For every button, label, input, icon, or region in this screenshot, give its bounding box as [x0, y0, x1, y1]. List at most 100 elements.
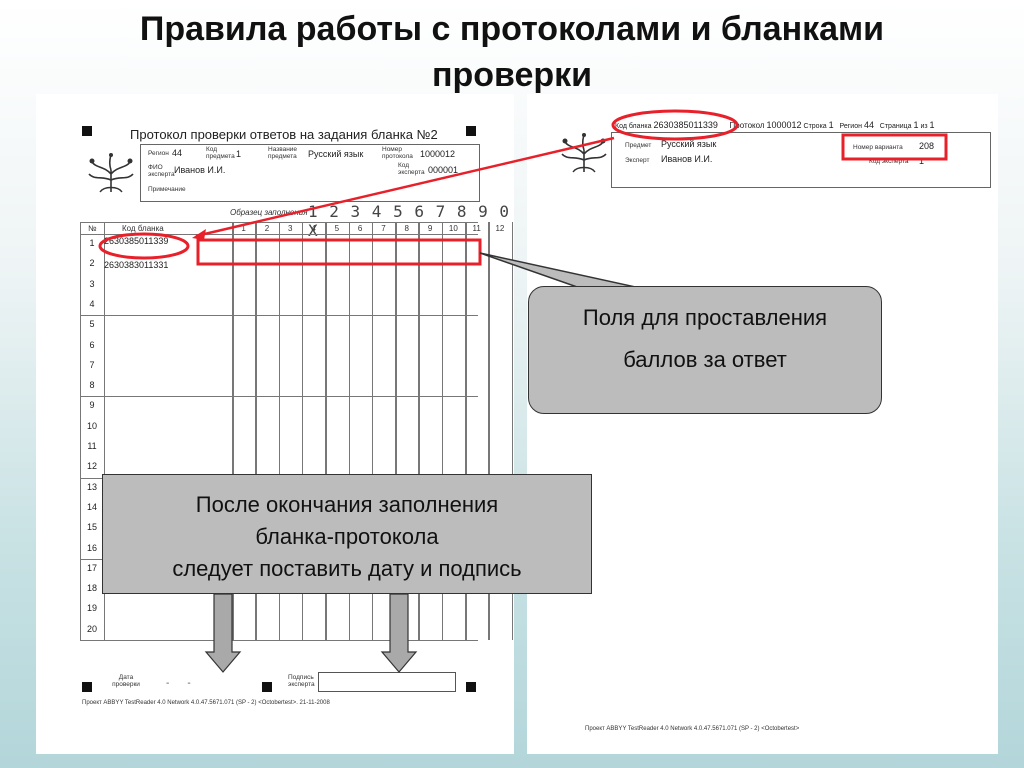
row-number: 14	[86, 501, 97, 512]
subject-label: Предмет	[625, 142, 652, 149]
subject-name-label: Название предмета	[268, 146, 298, 160]
subject-code-value: 1	[236, 149, 242, 159]
table-column-rule	[441, 222, 444, 640]
blank-code-2: 2630383011331	[104, 260, 169, 270]
row-number: 1	[89, 238, 95, 248]
row-number: 18	[86, 583, 97, 594]
variant-highlight	[841, 133, 948, 161]
code-link-line	[195, 136, 615, 238]
slide-title-line1: Правила работы с протоколами и бланками	[139, 10, 885, 48]
blank-code-label: Код бланка	[615, 123, 652, 130]
column-header: 2	[264, 224, 270, 233]
score-callout-line1: Поля для проставления	[582, 305, 828, 330]
row-number: 4	[89, 298, 95, 309]
table-column-rule	[232, 222, 234, 640]
protocol-number-label: Номер протокола	[382, 146, 413, 160]
row-number: 11	[87, 441, 97, 451]
left-code-highlight	[98, 232, 190, 260]
row-number: 19	[86, 603, 97, 614]
row-label: Строка	[803, 123, 827, 130]
row-number: 15	[86, 522, 97, 533]
row-number: 2	[89, 258, 95, 269]
column-header: 5	[334, 224, 340, 233]
score-fields-callout: Поля для проставления баллов за ответ	[528, 286, 882, 414]
subject-code-label: Код предмета	[206, 146, 235, 160]
code-link-arrowhead	[192, 229, 206, 240]
table-column-rule	[348, 222, 350, 640]
sample-label: Образец заполнения	[230, 208, 308, 217]
expert-code-label: Код эксперта	[398, 162, 425, 176]
table-group-rule	[80, 396, 478, 398]
table-column-rule	[418, 222, 420, 640]
score-fields-highlight	[196, 238, 482, 266]
row-number: 10	[86, 420, 97, 431]
protocol-number-value: 1000012	[420, 149, 456, 159]
table-column-rule	[301, 222, 304, 640]
blank-header-line: Код бланка 2630385011339 Протокол 100001…	[615, 120, 935, 130]
row-number: 9	[89, 400, 95, 411]
right-footer: Проект ABBYY TestReader 4.0 Network 4.0.…	[585, 726, 800, 732]
check-date-label: Дата проверки	[112, 674, 140, 688]
table-column-rule	[395, 222, 397, 640]
expert-label: Эксперт	[625, 157, 650, 164]
date-arrow	[204, 593, 242, 673]
registration-mark	[82, 682, 92, 692]
signature-label: Подпись эксперта	[288, 674, 315, 688]
subject-value: Русский язык	[661, 139, 717, 149]
column-code-header: Код бланка	[122, 224, 164, 233]
of-value: 1	[929, 120, 935, 130]
table-group-rule	[80, 315, 478, 317]
row-number: 7	[89, 359, 95, 370]
column-header: 10	[448, 224, 458, 233]
table-group-rule	[80, 640, 478, 641]
column-header: 3	[288, 224, 293, 233]
column-header: 8	[404, 224, 409, 233]
protocol-label: Протокол	[729, 121, 765, 130]
score-callout-line2: баллов за ответ	[623, 347, 787, 372]
table-column-rule	[511, 222, 514, 640]
table-column-rule	[371, 222, 374, 640]
protocol-value: 1000012	[766, 120, 802, 130]
variant-label: Номер варианта	[853, 144, 903, 151]
table-column-rule	[278, 222, 281, 640]
variant-value: 208	[919, 141, 935, 151]
row-number: 8	[89, 380, 95, 391]
emblem-logo	[86, 152, 136, 194]
answer-blank-sheet: Код бланка 2630385011339 Протокол 100001…	[527, 94, 998, 754]
slide-title: Правила работы с протоколами и бланками …	[0, 6, 1024, 98]
region-label: Регион	[148, 150, 169, 157]
right-code-highlight	[611, 109, 739, 141]
column-header: 12	[495, 224, 505, 233]
protocol-heading: Протокол проверки ответов на задания бла…	[130, 127, 438, 142]
column-header: 1	[241, 224, 246, 233]
column-number-header: №	[88, 224, 97, 233]
row-number: 3	[89, 278, 95, 289]
region-value: 44	[172, 148, 183, 158]
row-number: 16	[86, 542, 97, 553]
registration-mark	[82, 126, 92, 136]
left-footer: Проект ABBYY TestReader 4.0 Network 4.0.…	[82, 700, 330, 706]
expert-code-value: 1	[919, 156, 925, 166]
expert-value: Иванов И.И.	[661, 154, 713, 164]
protocol-form-sheet: Протокол проверки ответов на задания бла…	[36, 94, 514, 754]
page-label: Страница	[879, 123, 912, 130]
table-column-rule	[325, 222, 327, 640]
check-date-field[interactable]: --	[166, 678, 209, 689]
blank-header-box	[611, 132, 991, 188]
column-header: 11	[472, 224, 481, 233]
table-column-rule	[488, 222, 490, 640]
row-number: 12	[86, 461, 97, 472]
of-label: из	[920, 123, 928, 130]
row-value: 1	[828, 120, 834, 130]
blank-code-1: 2630385011339	[104, 236, 169, 246]
table-column-rule	[104, 222, 105, 640]
region-value: 44	[863, 120, 874, 130]
table-column-rule	[465, 222, 467, 640]
sample-digits: 1 2 3 4 5 6 7 8 9 0 X	[308, 202, 511, 240]
signature-field[interactable]	[318, 672, 456, 692]
expert-code-label: Код эксперта	[869, 158, 909, 165]
date-signature-callout: После окончания заполнения бланка-проток…	[102, 474, 592, 594]
blank-code-value: 2630385011339	[653, 120, 718, 130]
